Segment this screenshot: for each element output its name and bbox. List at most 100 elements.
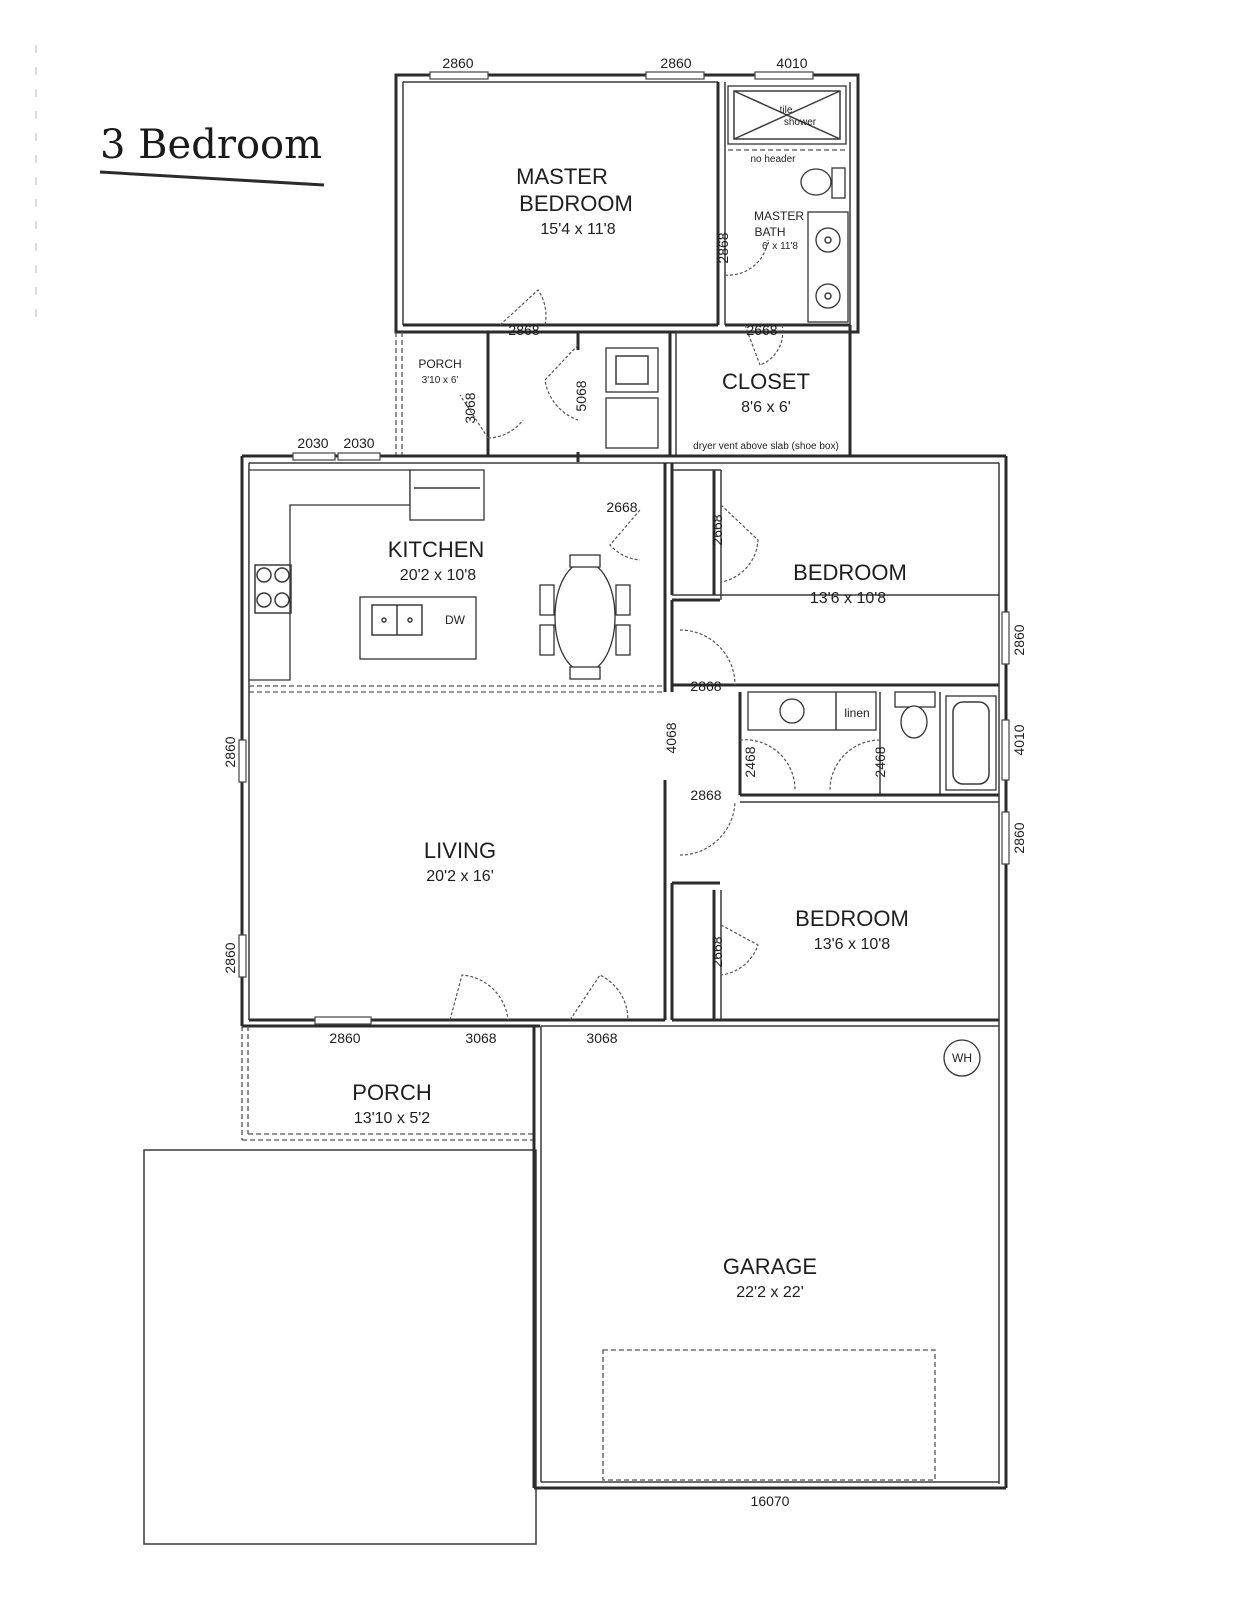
door-swing [487,419,524,439]
vanity [747,691,877,731]
washer [605,347,659,393]
no-header-label: no header [750,154,796,165]
dim-label: 4010 [1011,724,1027,755]
dimension-callouts: 2860 2860 4010 2868 2668 2868 3068 5068 … [222,55,1027,1509]
bedroom-2-size: 13'6 x 10'8 [814,936,890,953]
window-living-2 [238,934,247,978]
door-swing [449,974,509,1021]
dim-label: 2030 [343,435,374,451]
master-bath-label-2: BATH [754,225,785,239]
dim-label: 2468 [742,746,758,777]
garage [532,1025,1006,1490]
dim-label: 2860 [660,55,691,71]
dim-label: 2860 [222,736,238,767]
dim-label: 2668 [606,499,637,515]
chair-icon [615,584,631,616]
porch-small-label: PORCH [418,357,461,371]
stove-burner-icon [256,567,272,583]
dim-label: 3068 [465,1030,496,1046]
door-swing [569,974,629,1021]
dim-label: 16070 [751,1493,790,1509]
hall-bath-fixtures: linen [747,691,997,791]
title-underline [99,170,325,187]
window-master-1 [429,71,489,80]
dishwasher-label: DW [445,613,466,627]
dim-label: 4010 [776,55,807,71]
door-swing [720,504,759,583]
closet-label: CLOSET [722,369,810,394]
porch-small-size: 3'10 x 6' [422,375,459,386]
closet-note: dryer vent above slab (shoe box) [693,441,839,452]
dim-label: 4068 [663,722,679,753]
door-swing [720,924,759,976]
water-heater-icon [943,1039,981,1077]
dim-label: 2860 [1011,822,1027,853]
window-hall-bath [1001,719,1010,781]
door-swing [739,739,796,791]
stove-burner-icon [274,567,290,583]
tile-shower-label-2: shower [784,117,817,128]
plan-title: 3 Bedroom [100,122,322,168]
window-master-2 [645,71,705,80]
kitchen-fixtures: DW [248,469,631,681]
dim-label: 3068 [586,1030,617,1046]
bedroom-2-label: BEDROOM [795,906,909,931]
kitchen-size: 20'2 x 10'8 [400,567,476,584]
dim-label: 2468 [872,746,888,777]
kitchen-label: KITCHEN [388,537,485,562]
dim-label: 5068 [573,380,589,411]
dim-label: 2668 [709,936,725,967]
master-bedroom-size: 15'4 x 11'8 [540,221,615,238]
porch-front-size: 13'10 x 5'2 [354,1110,430,1127]
sink-icon [815,283,841,309]
window-porch [314,1016,372,1025]
door-swing [679,629,736,686]
tile-shower-label: tile [780,105,793,116]
dim-label: 2868 [508,322,539,338]
chair-icon [539,584,555,616]
garage-door-track [602,1349,936,1481]
rear-porch-and-closet [395,325,852,462]
window-bath [754,71,814,80]
dim-label: 2860 [222,942,238,973]
dim-label: 2860 [1011,624,1027,655]
door-swing [609,509,641,561]
window-kitchen-2 [337,452,381,461]
dining-table [554,561,616,673]
front-porch [241,1026,534,1141]
door-swing [679,801,736,856]
master-bath-label: MASTER [754,209,804,223]
chair-icon [539,624,555,656]
bedroom-1-size: 13'6 x 10'8 [810,590,886,607]
window-kitchen-1 [292,452,336,461]
bathtub [945,695,997,791]
sink-icon [779,698,805,724]
dim-label: 2868 [715,232,731,263]
closet-size: 8'6 x 6' [741,399,791,416]
range-hood [409,469,485,521]
dim-label: 3068 [462,392,478,423]
window-living-1 [238,739,247,783]
chair-icon [615,624,631,656]
dim-label: 2030 [297,435,328,451]
sink-icon [815,227,841,253]
garage-label: GARAGE [723,1254,817,1279]
master-bath-size: 6' x 11'8 [762,241,798,252]
dim-label: 2668 [709,514,725,545]
dim-label: 2860 [442,55,473,71]
kitchen-island [359,596,477,660]
master-bedroom-label: MASTER [516,164,608,189]
window-bedroom-1 [1001,611,1010,665]
dim-label: 2860 [329,1030,360,1046]
door-swing [499,289,547,326]
master-suite [394,71,860,366]
stove-burner-icon [256,592,272,608]
garage-size: 22'2 x 22' [736,1284,804,1301]
stove-burner-icon [274,592,290,608]
linen-label: linen [844,706,869,720]
porch-front-label: PORCH [352,1080,431,1105]
bedroom-1-label: BEDROOM [793,560,907,585]
dim-label: 2868 [690,787,721,803]
water-heater-label: WH [952,1051,972,1065]
